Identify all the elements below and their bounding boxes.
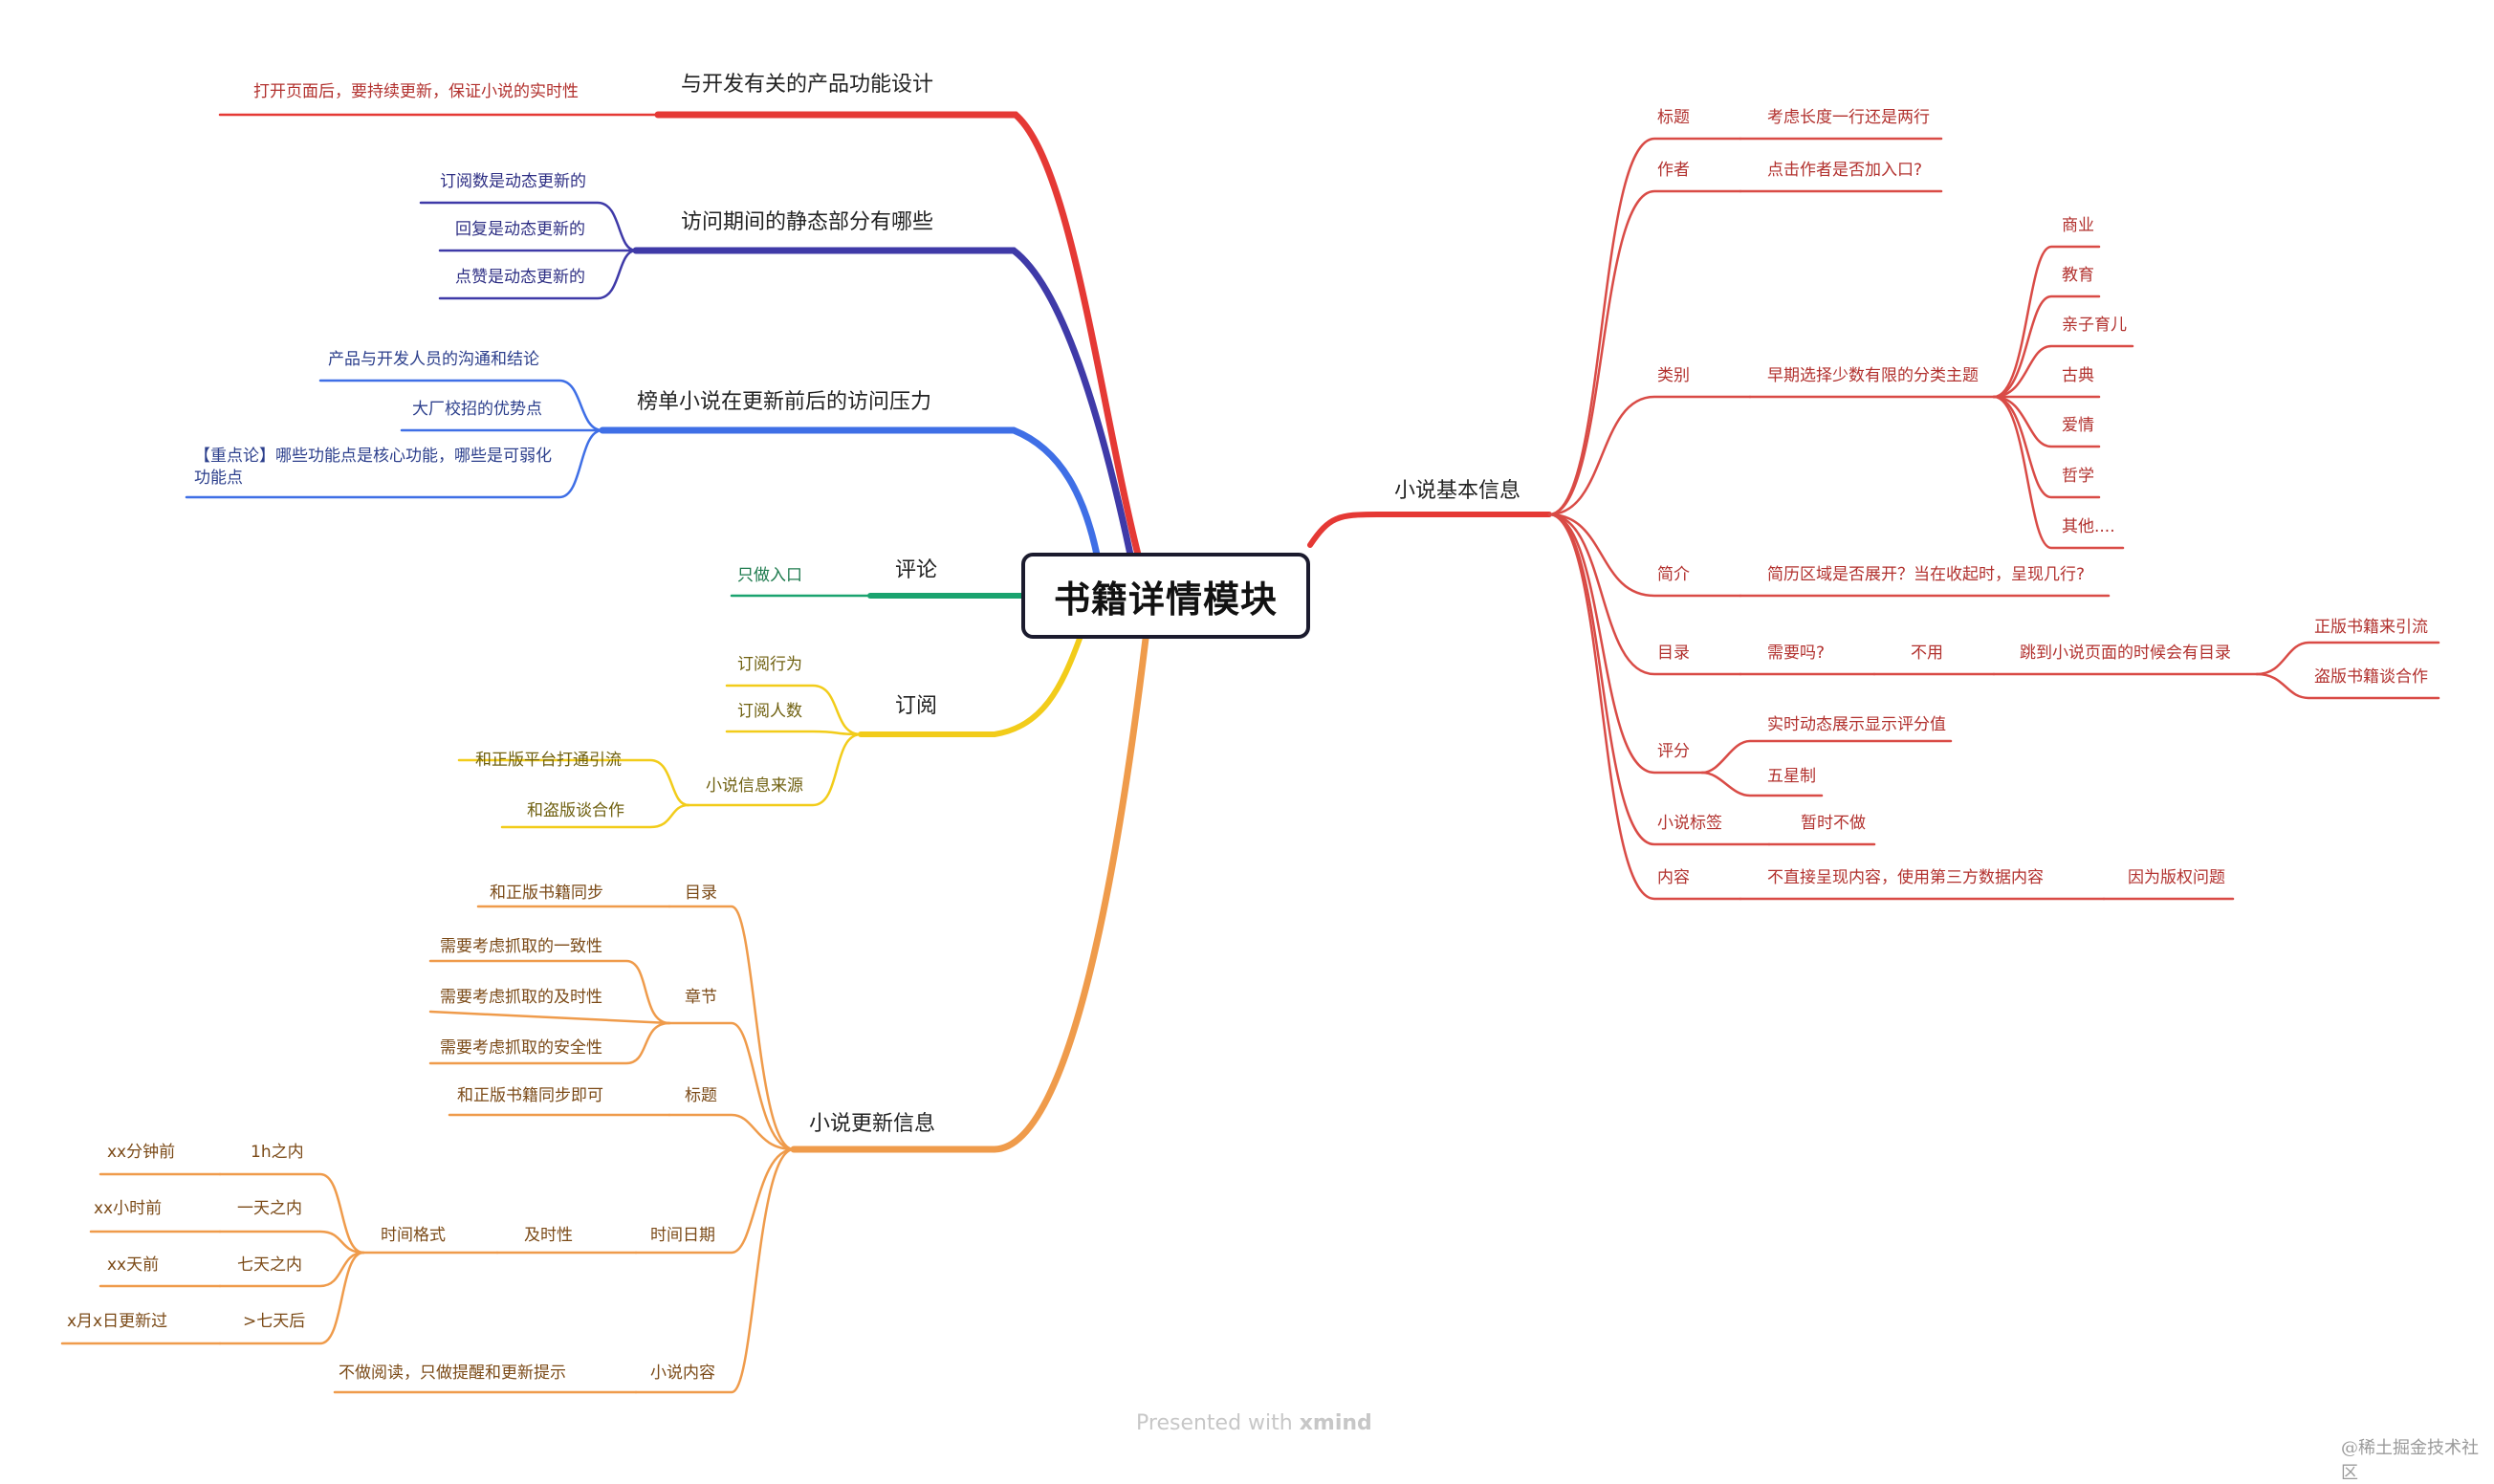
- subtopic-toc-question[interactable]: 需要吗?: [1767, 644, 1826, 663]
- toc-item[interactable]: 盗版书籍谈合作: [2314, 667, 2428, 687]
- source-item[interactable]: 和正版平台打通引流: [475, 751, 622, 770]
- update-content-detail[interactable]: 不做阅读，只做提醒和更新提示: [339, 1364, 566, 1383]
- rank-item[interactable]: 产品与开发人员的沟通和结论: [328, 350, 539, 369]
- time-condition[interactable]: 1h之内: [251, 1143, 304, 1162]
- watermark: @稀土掘金技术社区: [2341, 1438, 2479, 1483]
- branch-static: [632, 247, 1134, 558]
- update-time[interactable]: 时间日期: [650, 1226, 715, 1245]
- time-display[interactable]: x月x日更新过: [67, 1312, 168, 1331]
- branch-dev: [654, 111, 1142, 558]
- topic-rank-pressure[interactable]: 榜单小说在更新前后的访问压力: [637, 390, 932, 414]
- subtopic-toc-answer[interactable]: 不用: [1911, 644, 1943, 663]
- chapter-item[interactable]: 需要考虑抓取的安全性: [440, 1038, 602, 1058]
- central-topic[interactable]: 书籍详情模块: [1021, 553, 1310, 639]
- time-display[interactable]: xx天前: [107, 1255, 160, 1275]
- subtopic-tags-detail[interactable]: 暂时不做: [1801, 814, 1866, 833]
- topic-static-parts[interactable]: 访问期间的静态部分有哪些: [681, 210, 934, 234]
- branch-basic: [1307, 512, 1552, 548]
- branch-update: [790, 635, 1149, 1153]
- category-item[interactable]: 古典: [2062, 366, 2094, 385]
- topic-novel-update[interactable]: 小说更新信息: [809, 1112, 936, 1136]
- subtopic-intro[interactable]: 简介: [1657, 565, 1690, 584]
- source-item[interactable]: 和盗版谈合作: [527, 801, 624, 820]
- update-time-sub[interactable]: 及时性: [524, 1226, 573, 1245]
- update-title-detail[interactable]: 和正版书籍同步即可: [457, 1086, 603, 1105]
- static-item[interactable]: 订阅数是动态更新的: [440, 172, 586, 191]
- subtopic-toc-detail[interactable]: 跳到小说页面的时候会有目录: [2020, 644, 2231, 663]
- update-chapter[interactable]: 章节: [685, 988, 717, 1007]
- static-item[interactable]: 点赞是动态更新的: [455, 268, 585, 287]
- branch-subscribe: [858, 633, 1083, 737]
- update-title[interactable]: 标题: [685, 1086, 717, 1105]
- subtopic-content-detail[interactable]: 不直接呈现内容，使用第三方数据内容: [1767, 868, 2044, 887]
- rank-item-key-point[interactable]: 【重点论】哪些功能点是核心功能，哪些是可弱化功能点: [194, 447, 552, 488]
- time-condition[interactable]: 一天之内: [237, 1199, 302, 1218]
- topic-dev-design[interactable]: 与开发有关的产品功能设计: [681, 73, 934, 97]
- subtopic-author[interactable]: 作者: [1657, 161, 1690, 180]
- subtopic-content-reason[interactable]: 因为版权问题: [2128, 868, 2225, 887]
- topic-basic-info[interactable]: 小说基本信息: [1394, 479, 1521, 503]
- category-item[interactable]: 哲学: [2062, 467, 2094, 486]
- subscribe-source[interactable]: 小说信息来源: [706, 776, 803, 796]
- rating-item[interactable]: 五星制: [1767, 767, 1816, 786]
- topic-comment[interactable]: 评论: [895, 558, 938, 582]
- category-item[interactable]: 商业: [2062, 216, 2094, 235]
- footer-prefix: Presented with: [1136, 1411, 1293, 1435]
- time-condition[interactable]: >七天后: [243, 1312, 306, 1331]
- branch-rank: [599, 426, 1102, 563]
- rating-item[interactable]: 实时动态展示显示评分值: [1767, 715, 1946, 734]
- central-topic-label: 书籍详情模块: [1053, 578, 1278, 621]
- subtopic-intro-detail[interactable]: 简历区域是否展开？当在收起时，呈现几行?: [1767, 565, 2086, 584]
- subscribe-item[interactable]: 订阅行为: [737, 655, 802, 674]
- rank-item[interactable]: 大厂校招的优势点: [412, 400, 542, 419]
- update-toc-detail[interactable]: 和正版书籍同步: [490, 884, 603, 903]
- subtopic-category-detail[interactable]: 早期选择少数有限的分类主题: [1767, 366, 1979, 385]
- chapter-item[interactable]: 需要考虑抓取的及时性: [440, 988, 602, 1007]
- category-item[interactable]: 亲子育儿: [2062, 316, 2127, 335]
- comment-item[interactable]: 只做入口: [737, 566, 802, 585]
- footer-presented-with: Presented with xmind: [1136, 1411, 1372, 1435]
- subtopic-title[interactable]: 标题: [1657, 108, 1690, 127]
- toc-item[interactable]: 正版书籍来引流: [2314, 618, 2428, 637]
- subtopic-category[interactable]: 类别: [1657, 366, 1690, 385]
- time-display[interactable]: xx小时前: [94, 1199, 163, 1218]
- category-item[interactable]: 教育: [2062, 266, 2094, 285]
- time-display[interactable]: xx分钟前: [107, 1143, 176, 1162]
- update-time-format[interactable]: 时间格式: [381, 1226, 446, 1245]
- dev-item[interactable]: 打开页面后，要持续更新，保证小说的实时性: [253, 82, 579, 101]
- update-content[interactable]: 小说内容: [650, 1364, 715, 1383]
- static-item[interactable]: 回复是动态更新的: [455, 220, 585, 239]
- subtopic-title-detail[interactable]: 考虑长度一行还是两行: [1767, 108, 1930, 127]
- time-condition[interactable]: 七天之内: [237, 1255, 302, 1275]
- subtopic-toc[interactable]: 目录: [1657, 644, 1690, 663]
- category-item[interactable]: 其他....: [2062, 517, 2115, 536]
- topic-subscribe[interactable]: 订阅: [895, 694, 938, 718]
- category-item[interactable]: 爱情: [2062, 416, 2094, 435]
- subscribe-item[interactable]: 订阅人数: [737, 702, 802, 721]
- xmind-brand: xmind: [1299, 1411, 1372, 1435]
- subtopic-rating[interactable]: 评分: [1657, 742, 1690, 761]
- subtopic-content[interactable]: 内容: [1657, 868, 1690, 887]
- subtopic-author-detail[interactable]: 点击作者是否加入口?: [1767, 161, 1923, 180]
- subtopic-tags[interactable]: 小说标签: [1657, 814, 1722, 833]
- chapter-item[interactable]: 需要考虑抓取的一致性: [440, 937, 602, 956]
- update-toc[interactable]: 目录: [685, 884, 717, 903]
